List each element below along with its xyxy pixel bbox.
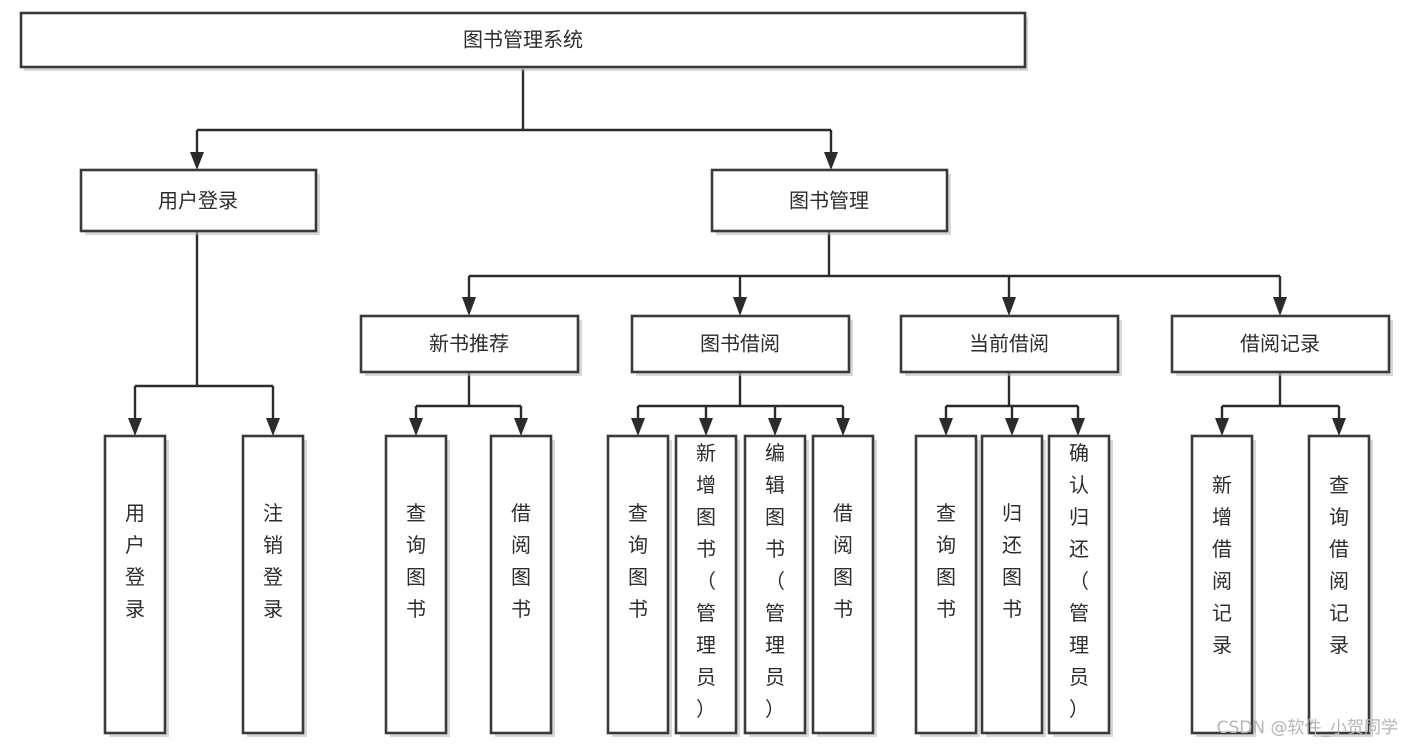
- node-leaf-logout-login-label: 注销登录: [263, 501, 283, 621]
- arrow-icon-leaf-query-book-1: [409, 418, 423, 436]
- arrow-icon-book-management: [824, 152, 838, 170]
- node-leaf-return-book-label: 归还图书: [1002, 501, 1022, 621]
- node-root-label: 图书管理系统: [463, 28, 583, 52]
- arrow-icon-leaf-query-book-3: [939, 418, 953, 436]
- node-leaf-query-book-1[interactable]: 查询图书: [384, 434, 450, 737]
- arrow-icon-leaf-query-book-2: [631, 418, 645, 436]
- watermark-label: CSDN @软件_小贺同学: [1217, 718, 1398, 738]
- arrow-icon-book-borrow: [733, 297, 747, 316]
- node-new-book-recommend-box[interactable]: [359, 314, 580, 374]
- arrow-icon-new-book-recommend: [462, 297, 476, 316]
- node-current-borrow-label: 当前借阅: [969, 332, 1049, 356]
- node-leaf-user-login[interactable]: 用户登录: [103, 434, 169, 737]
- node-user-login-box[interactable]: [79, 168, 318, 233]
- arrow-icon-borrow-record: [1273, 297, 1287, 316]
- node-leaf-confirm-return-box[interactable]: [1047, 434, 1111, 735]
- node-leaf-add-record-label: 新增借阅记录: [1212, 473, 1232, 657]
- node-book-borrow-box[interactable]: [630, 314, 851, 374]
- node-borrow-record-label: 借阅记录: [1240, 332, 1320, 356]
- node-leaf-borrow-book-2[interactable]: 借阅图书: [811, 434, 877, 737]
- arrow-icon-leaf-confirm-return: [1071, 418, 1085, 436]
- arrow-icon-leaf-return-book: [1005, 418, 1019, 436]
- node-user-login-label: 用户登录: [158, 189, 238, 213]
- arrow-icon-leaf-logout-login: [266, 418, 280, 436]
- node-leaf-edit-book-box[interactable]: [743, 434, 807, 735]
- arrow-icon-leaf-add-record: [1215, 418, 1229, 436]
- node-leaf-add-record-box[interactable]: [1190, 434, 1254, 735]
- node-borrow-record[interactable]: 借阅记录: [1170, 314, 1393, 376]
- arrow-icon-leaf-user-login: [128, 418, 142, 436]
- node-leaf-return-book[interactable]: 归还图书: [980, 434, 1046, 737]
- node-leaf-query-book-2[interactable]: 查询图书: [606, 434, 672, 737]
- node-leaf-user-login-label: 用户登录: [125, 501, 145, 621]
- node-new-book-recommend[interactable]: 新书推荐: [359, 314, 582, 376]
- arrow-icon-leaf-edit-book: [768, 418, 782, 436]
- node-leaf-query-book-3-label: 查询图书: [936, 501, 956, 621]
- node-leaf-confirm-return[interactable]: 确认归还（管理员）: [1047, 434, 1113, 737]
- node-root[interactable]: 图书管理系统: [19, 11, 1028, 71]
- node-new-book-recommend-label: 新书推荐: [429, 332, 509, 356]
- connector-layer: [128, 69, 1346, 436]
- node-leaf-query-book-1-box[interactable]: [384, 434, 448, 735]
- node-current-borrow[interactable]: 当前借阅: [899, 314, 1122, 376]
- arrow-icon-leaf-borrow-book-1: [514, 418, 528, 436]
- node-leaf-edit-book[interactable]: 编辑图书（管理员）: [743, 434, 809, 737]
- node-user-login[interactable]: 用户登录: [79, 168, 320, 235]
- node-leaf-query-record[interactable]: 查询借阅记录: [1307, 434, 1373, 737]
- node-leaf-return-book-box[interactable]: [980, 434, 1044, 735]
- arrow-icon-leaf-query-record: [1332, 418, 1346, 436]
- node-book-management-box[interactable]: [710, 168, 949, 233]
- node-leaf-add-book[interactable]: 新增图书（管理员）: [674, 434, 740, 737]
- node-leaf-logout-login-box[interactable]: [241, 434, 305, 735]
- arrow-icon-user-login: [190, 152, 204, 170]
- node-leaf-borrow-book-2-label: 借阅图书: [833, 501, 853, 621]
- node-leaf-query-record-label: 查询借阅记录: [1329, 473, 1349, 657]
- node-leaf-query-book-1-label: 查询图书: [406, 501, 426, 621]
- node-leaf-query-book-2-box[interactable]: [606, 434, 670, 735]
- node-leaf-confirm-return-label: 确认归还（管理员）: [1069, 441, 1089, 721]
- node-leaf-query-book-3-box[interactable]: [914, 434, 978, 735]
- node-book-management[interactable]: 图书管理: [710, 168, 951, 235]
- node-leaf-add-book-label: 新增图书（管理员）: [696, 441, 716, 721]
- node-leaf-user-login-box[interactable]: [103, 434, 167, 735]
- node-leaf-edit-book-label: 编辑图书（管理员）: [765, 441, 785, 721]
- node-leaf-borrow-book-1-box[interactable]: [489, 434, 553, 735]
- arrow-icon-leaf-borrow-book-2: [836, 418, 850, 436]
- arrow-icon-leaf-add-book: [699, 418, 713, 436]
- node-leaf-add-book-box[interactable]: [674, 434, 738, 735]
- node-leaf-query-book-3[interactable]: 查询图书: [914, 434, 980, 737]
- node-leaf-logout-login[interactable]: 注销登录: [241, 434, 307, 737]
- node-book-borrow[interactable]: 图书借阅: [630, 314, 853, 376]
- node-book-borrow-label: 图书借阅: [700, 332, 780, 356]
- node-root-box[interactable]: [19, 11, 1027, 69]
- node-leaf-borrow-book-1-label: 借阅图书: [511, 501, 531, 621]
- node-leaf-add-record[interactable]: 新增借阅记录: [1190, 434, 1256, 737]
- node-current-borrow-box[interactable]: [899, 314, 1120, 374]
- node-leaf-borrow-book-1[interactable]: 借阅图书: [489, 434, 555, 737]
- arrow-icon-current-borrow: [1002, 297, 1016, 316]
- node-leaf-query-record-box[interactable]: [1307, 434, 1371, 735]
- node-borrow-record-box[interactable]: [1170, 314, 1391, 374]
- node-book-management-label: 图书管理: [789, 189, 869, 213]
- node-leaf-query-book-2-label: 查询图书: [628, 501, 648, 621]
- leaf-layer: 用户登录 注销登录 查询图书 借阅图书 查询图书 新增图书（管理员）: [103, 434, 1373, 737]
- node-leaf-borrow-book-2-box[interactable]: [811, 434, 875, 735]
